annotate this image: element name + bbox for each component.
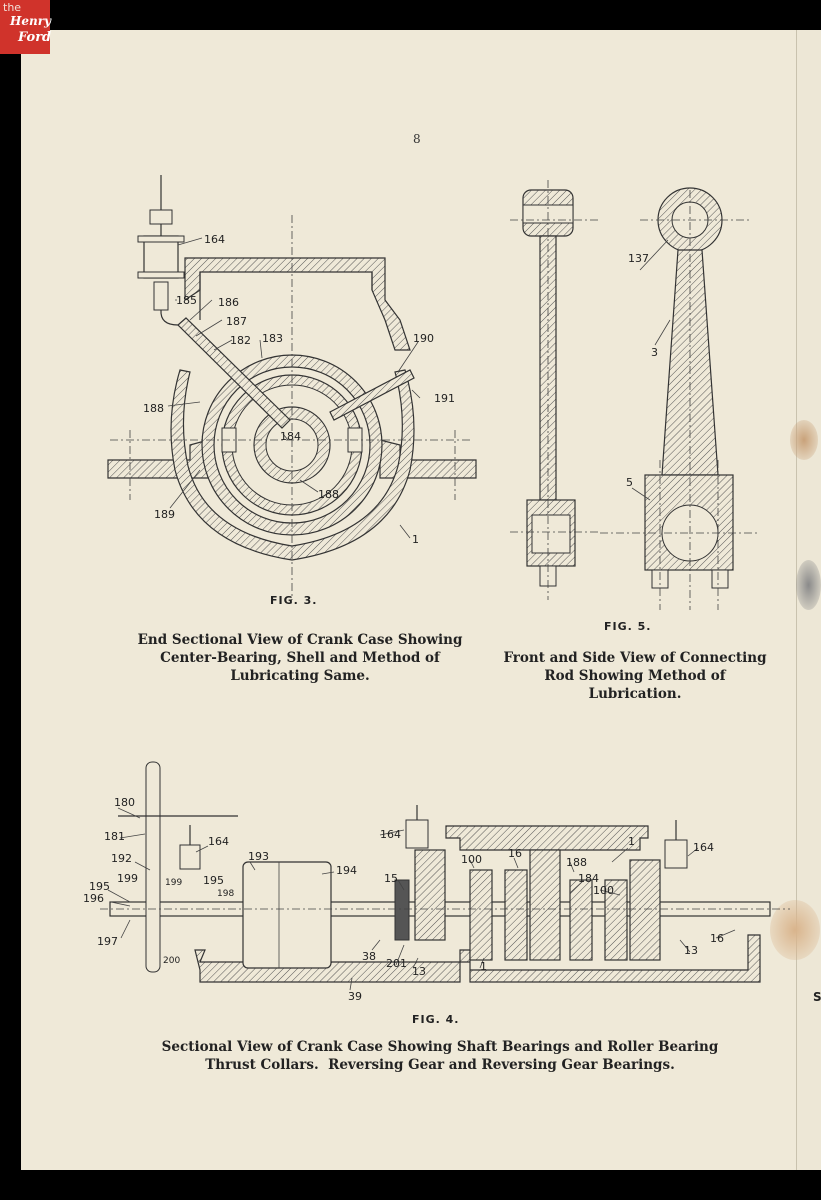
fig5-callout: 137 bbox=[628, 252, 649, 265]
fig4-callout: 201 bbox=[386, 957, 407, 970]
fig4-callout: 196 bbox=[83, 892, 104, 905]
fig3-callout: 186 bbox=[218, 296, 239, 309]
fig4-callout: 195 bbox=[89, 880, 110, 893]
fig3-drawing: 164 185 186 187 182 183 190 191 188 184 … bbox=[107, 175, 477, 600]
fig3-callout: 164 bbox=[204, 233, 225, 246]
fig4-callout: 39 bbox=[348, 990, 362, 1003]
fig4-callout: 1 bbox=[628, 835, 635, 848]
fig3-callout: 1 bbox=[412, 533, 419, 546]
fig4-callout: 181 bbox=[104, 830, 125, 843]
fig4-callout: 188 bbox=[566, 856, 587, 869]
fig5-drawing: 137 3 5 bbox=[510, 180, 760, 610]
fig3-callout: 189 bbox=[154, 508, 175, 521]
fig4-callout: 164 bbox=[380, 828, 401, 841]
fig3-callout: 190 bbox=[413, 332, 434, 345]
caption-line: Rod Showing Method of bbox=[544, 668, 726, 684]
stain bbox=[790, 420, 818, 460]
fig4-callout: 100 bbox=[593, 884, 614, 897]
fig5-caption: Front and Side View of Connecting Rod Sh… bbox=[490, 649, 780, 703]
fig4-callout: 192 bbox=[111, 852, 132, 865]
fig4-callout: 1 bbox=[480, 960, 487, 973]
fig4-callout: 180 bbox=[114, 796, 135, 809]
fig4-callout: 200 bbox=[163, 956, 180, 966]
page-number: 8 bbox=[413, 132, 421, 146]
fig4-callout: 184 bbox=[578, 872, 599, 885]
logo-text-the: the bbox=[3, 1, 22, 14]
fig3-callout: 188 bbox=[143, 402, 164, 415]
caption-line: Lubricating Same. bbox=[230, 668, 370, 684]
fig3-callout: 182 bbox=[230, 334, 251, 347]
fig4-caption: Sectional View of Crank Case Showing Sha… bbox=[150, 1038, 730, 1074]
next-page-letter: S bbox=[813, 990, 821, 1004]
fig3-label: FIG. 3. bbox=[270, 594, 318, 607]
fig4-callout: 15 bbox=[384, 872, 398, 885]
fig4-callout: 199 bbox=[165, 878, 182, 888]
logo-text-henry: Henry bbox=[10, 14, 51, 28]
caption-line: Thrust Collars. Reversing Gear and Rever… bbox=[205, 1057, 675, 1073]
logo-text-ford: Ford bbox=[18, 30, 52, 45]
fig3-callout: 185 bbox=[176, 294, 197, 307]
fig4-callout: 38 bbox=[362, 950, 376, 963]
stain bbox=[796, 560, 821, 610]
henry-ford-logo: the Henry Ford bbox=[0, 0, 52, 54]
fig4-callout: 197 bbox=[97, 935, 118, 948]
fig3-callout: 184 bbox=[280, 430, 301, 443]
caption-line: Center-Bearing, Shell and Method of bbox=[160, 650, 440, 666]
caption-line: Sectional View of Crank Case Showing Sha… bbox=[161, 1039, 719, 1055]
fig4-callout: 13 bbox=[684, 944, 698, 957]
caption-line: Front and Side View of Connecting bbox=[503, 650, 767, 666]
fig5-callout: 3 bbox=[651, 346, 658, 359]
fig4-label: FIG. 4. bbox=[412, 1013, 460, 1026]
fig4-callout: 164 bbox=[693, 841, 714, 854]
fig4-callout: 194 bbox=[336, 864, 357, 877]
fig3-callout: 188 bbox=[318, 488, 339, 501]
fig4-callout: 13 bbox=[412, 965, 426, 978]
fig4-callout: 195 bbox=[203, 874, 224, 887]
fig4-callout: 16 bbox=[710, 932, 724, 945]
fig3-caption: End Sectional View of Crank Case Showing… bbox=[120, 631, 480, 685]
fig5-callout: 5 bbox=[626, 476, 633, 489]
fig5-label: FIG. 5. bbox=[604, 620, 652, 633]
fig4-drawing: 180 181 164 192 193 164 194 195 199 199 … bbox=[83, 761, 790, 1003]
fig3-callout: 191 bbox=[434, 392, 455, 405]
fig3-callout: 183 bbox=[262, 332, 283, 345]
fig4-callout: 100 bbox=[461, 853, 482, 866]
caption-line: Lubrication. bbox=[588, 686, 682, 702]
fig3-callout: 187 bbox=[226, 315, 247, 328]
fig4-callout: 16 bbox=[508, 847, 522, 860]
caption-line: End Sectional View of Crank Case Showing bbox=[137, 632, 463, 648]
fig4-callout: 164 bbox=[208, 835, 229, 848]
stain bbox=[770, 900, 820, 960]
fig4-callout: 199 bbox=[117, 872, 138, 885]
fig4-callout: 193 bbox=[248, 850, 269, 863]
fig4-callout: 198 bbox=[217, 889, 234, 899]
